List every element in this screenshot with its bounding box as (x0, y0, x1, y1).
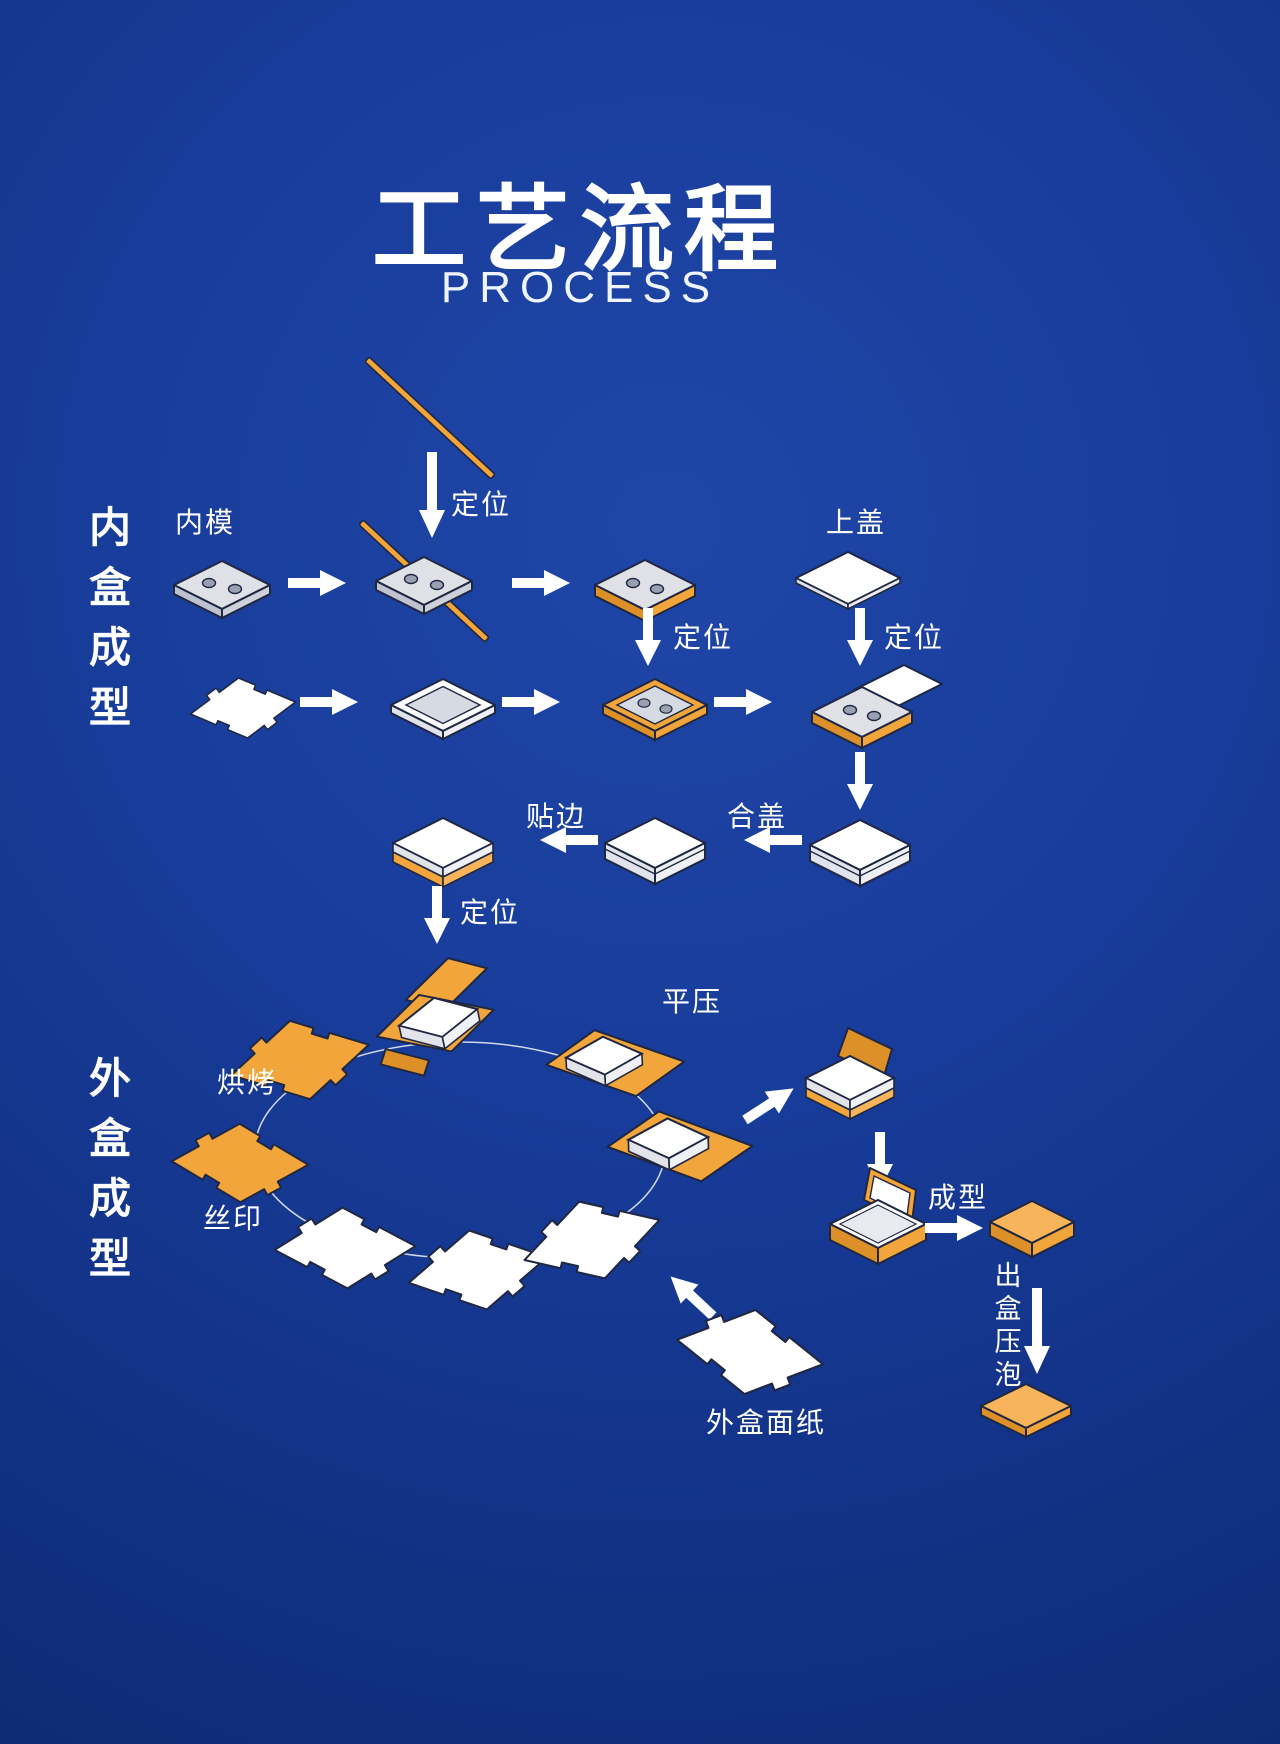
section-label-outer-box: 外盒成型 (83, 1056, 131, 1296)
outer-box-open-lid (829, 1167, 927, 1265)
blank-printed-2 (404, 1224, 552, 1316)
label-close-cover: 合盖 (726, 801, 788, 832)
arrow-up-left-face-paper-icon (661, 1266, 722, 1326)
arrow-right-2-icon (512, 570, 570, 596)
label-position-2: 定位 (672, 622, 734, 653)
blank-printed-1 (270, 1201, 420, 1295)
page-title: 工艺流程 (371, 177, 789, 282)
arrow-down-out-box-icon (1024, 1288, 1050, 1374)
box-wrapping-stage-1 (543, 1024, 688, 1102)
arrow-down-position-3-icon (847, 608, 873, 666)
label-position-4: 定位 (459, 897, 521, 928)
label-bake: 烘烤 (216, 1067, 278, 1098)
arrow-down-position-1-icon (419, 452, 445, 538)
arrow-right-5-icon (714, 689, 772, 715)
label-position-1: 定位 (450, 489, 512, 520)
label-position-3: 定位 (883, 622, 945, 653)
inner-mold-on-strip (358, 519, 490, 643)
outer-box-formed (989, 1200, 1075, 1258)
arrow-right-forming-icon (925, 1215, 983, 1241)
inner-mold-illustration (173, 560, 271, 619)
formed-tray (390, 678, 496, 740)
label-silk-print: 丝印 (202, 1203, 264, 1234)
label-top-cover: 上盖 (825, 507, 887, 538)
arrow-right-4-icon (502, 689, 560, 715)
label-inner-mold: 内模 (174, 507, 236, 538)
label-out-box-press: 出盒压泡 (990, 1261, 1021, 1393)
inner-box-taped (604, 817, 706, 885)
outer-face-paper-blank (666, 1290, 834, 1414)
box-wrapping-fold (805, 1027, 895, 1120)
top-cover-sheet (795, 551, 901, 610)
box-wrapping-stage-2 (605, 1107, 755, 1186)
closed-inner-box (809, 819, 911, 887)
section-label-inner-box: 内盒成型 (83, 505, 131, 745)
tray-with-cover-attached (812, 665, 942, 748)
page-subtitle: PROCESS (440, 263, 720, 312)
arrow-right-3-icon (300, 689, 358, 715)
box-on-wrapper-open (361, 949, 508, 1085)
inner-box-edged (392, 817, 494, 888)
label-forming: 成型 (927, 1182, 989, 1213)
label-edge-paste: 贴边 (525, 801, 587, 832)
arrow-up-right-icon (737, 1077, 801, 1131)
arrow-right-1-icon (288, 570, 346, 596)
arrow-down-1-icon (847, 752, 873, 810)
label-outer-face-paper: 外盒面纸 (705, 1407, 827, 1438)
arrow-down-position-4-icon (424, 886, 450, 944)
tray-with-mold (602, 678, 708, 741)
blank-printed-3 (515, 1187, 669, 1293)
label-flat-press: 平压 (661, 986, 723, 1017)
inner-box-blank (189, 677, 297, 739)
